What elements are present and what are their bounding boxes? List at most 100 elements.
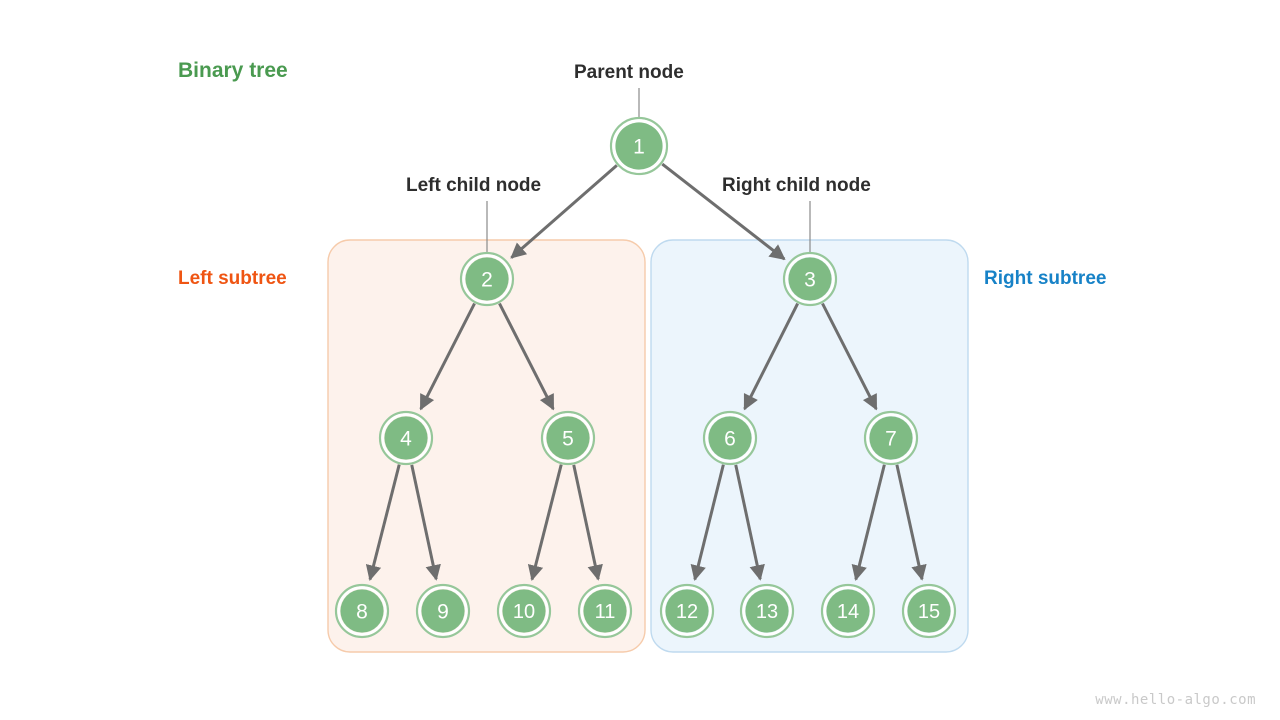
node-value: 3 bbox=[804, 269, 816, 292]
tree-edge-6-to-13 bbox=[734, 464, 765, 581]
node-disc bbox=[615, 122, 663, 170]
node-outer-ring bbox=[378, 410, 434, 466]
node-inner-ring bbox=[381, 413, 431, 463]
node-outer-ring bbox=[415, 583, 471, 639]
node-disc bbox=[465, 257, 509, 301]
tree-edge-2-to-5 bbox=[498, 302, 555, 411]
watermark: www.hello-algo.com bbox=[1095, 692, 1256, 708]
tree-edge-1-to-2 bbox=[510, 164, 618, 259]
node-inner-ring bbox=[742, 586, 792, 636]
tree-edge-6-to-12 bbox=[690, 464, 725, 581]
node-inner-ring bbox=[612, 119, 666, 173]
node-value: 13 bbox=[756, 601, 778, 623]
tree-node-8[interactable]: 8 bbox=[334, 583, 390, 639]
annotation-right-subtree: Right subtree bbox=[984, 268, 1107, 289]
node-disc bbox=[665, 589, 709, 633]
node-outer-ring bbox=[863, 410, 919, 466]
node-inner-ring bbox=[499, 586, 549, 636]
tree-edge-3-to-6 bbox=[743, 302, 799, 411]
tree-edge-7-to-15 bbox=[895, 464, 927, 581]
node-outer-ring bbox=[577, 583, 633, 639]
node-disc bbox=[708, 416, 752, 460]
node-value: 11 bbox=[595, 601, 616, 623]
tree-edge-1-to-3 bbox=[661, 162, 786, 261]
node-outer-ring bbox=[901, 583, 957, 639]
tree-node-15[interactable]: 15 bbox=[901, 583, 957, 639]
node-outer-ring bbox=[334, 583, 390, 639]
node-value: 12 bbox=[676, 601, 698, 623]
node-inner-ring bbox=[337, 586, 387, 636]
tree-node-13[interactable]: 13 bbox=[739, 583, 795, 639]
node-value: 14 bbox=[837, 601, 859, 623]
tree-edge-2-to-4 bbox=[419, 302, 476, 411]
node-disc bbox=[788, 257, 832, 301]
tree-edges bbox=[365, 162, 927, 582]
tree-edge-4-to-8 bbox=[365, 464, 401, 582]
node-inner-ring bbox=[662, 586, 712, 636]
node-disc bbox=[384, 416, 428, 460]
annotation-left-child-node: Left child node bbox=[406, 175, 542, 196]
node-disc bbox=[502, 589, 546, 633]
tree-edge-4-to-9 bbox=[410, 464, 441, 581]
annotation-parent-node: Parent node bbox=[574, 62, 684, 83]
node-inner-ring bbox=[418, 586, 468, 636]
node-value: 10 bbox=[513, 601, 535, 623]
tree-edge-5-to-10 bbox=[527, 464, 563, 582]
tree-node-5[interactable]: 5 bbox=[540, 410, 596, 466]
node-inner-ring bbox=[462, 254, 512, 304]
tree-node-2[interactable]: 2 bbox=[459, 251, 515, 307]
tree-node-9[interactable]: 9 bbox=[415, 583, 471, 639]
tree-edge-7-to-14 bbox=[851, 464, 886, 581]
node-disc bbox=[583, 589, 627, 633]
tree-node-11[interactable]: 11 bbox=[577, 583, 633, 639]
tree-node-3[interactable]: 3 bbox=[782, 251, 838, 307]
annotation-pointers bbox=[486, 88, 811, 253]
node-outer-ring bbox=[739, 583, 795, 639]
tree-edge-5-to-11 bbox=[572, 464, 603, 581]
tree-node-7[interactable]: 7 bbox=[863, 410, 919, 466]
node-inner-ring bbox=[823, 586, 873, 636]
node-value: 2 bbox=[481, 269, 493, 292]
node-disc bbox=[546, 416, 590, 460]
node-value: 1 bbox=[633, 136, 645, 159]
node-disc bbox=[340, 589, 384, 633]
node-inner-ring bbox=[705, 413, 755, 463]
tree-node-12[interactable]: 12 bbox=[659, 583, 715, 639]
node-value: 9 bbox=[437, 601, 449, 624]
node-outer-ring bbox=[702, 410, 758, 466]
node-value: 8 bbox=[356, 601, 368, 624]
tree-node-10[interactable]: 10 bbox=[496, 583, 552, 639]
node-value: 7 bbox=[885, 428, 897, 451]
node-inner-ring bbox=[904, 586, 954, 636]
node-outer-ring bbox=[820, 583, 876, 639]
annotation-left-subtree: Left subtree bbox=[178, 268, 287, 289]
node-outer-ring bbox=[782, 251, 838, 307]
tree-node-4[interactable]: 4 bbox=[378, 410, 434, 466]
annotation-right-child-node: Right child node bbox=[722, 175, 871, 196]
node-inner-ring bbox=[866, 413, 916, 463]
node-disc bbox=[745, 589, 789, 633]
node-disc bbox=[869, 416, 913, 460]
node-outer-ring bbox=[609, 116, 669, 176]
tree-node-14[interactable]: 14 bbox=[820, 583, 876, 639]
subtree-regions bbox=[327, 239, 969, 653]
tree-node-1[interactable]: 1 bbox=[609, 116, 669, 176]
page-title: Binary tree bbox=[178, 59, 288, 82]
node-value: 6 bbox=[724, 428, 736, 451]
tree-node-6[interactable]: 6 bbox=[702, 410, 758, 466]
node-outer-ring bbox=[496, 583, 552, 639]
node-value: 5 bbox=[562, 428, 574, 451]
node-outer-ring bbox=[659, 583, 715, 639]
node-value: 15 bbox=[918, 601, 940, 623]
node-disc bbox=[421, 589, 465, 633]
tree-edge-3-to-7 bbox=[821, 302, 878, 411]
node-inner-ring bbox=[543, 413, 593, 463]
node-outer-ring bbox=[459, 251, 515, 307]
node-value: 4 bbox=[400, 428, 412, 451]
node-outer-ring bbox=[540, 410, 596, 466]
node-inner-ring bbox=[580, 586, 630, 636]
node-inner-ring bbox=[785, 254, 835, 304]
